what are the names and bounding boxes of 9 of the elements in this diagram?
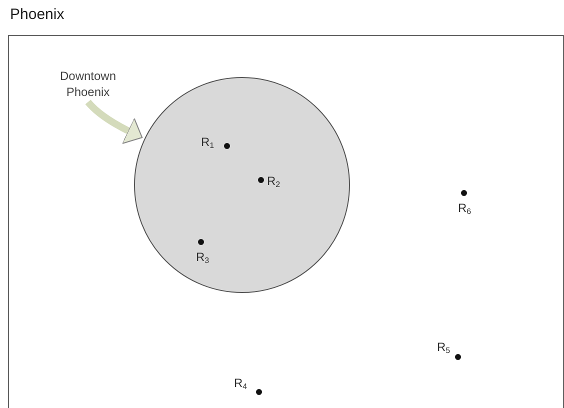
block-arrow <box>85 100 143 144</box>
map-title: Phoenix <box>10 6 64 23</box>
point-label: R$_{1}$ <box>201 135 214 152</box>
point-label: R$_{3}$ <box>196 250 210 267</box>
point-label: R$_{4}$ <box>234 376 248 393</box>
callout-text: Downtown Phoenix <box>45 68 131 100</box>
point-label: R$_{6}$ <box>458 201 472 218</box>
point-label: R$_{2}$ <box>267 174 280 191</box>
point-label: R$_{5}$ <box>437 340 450 357</box>
